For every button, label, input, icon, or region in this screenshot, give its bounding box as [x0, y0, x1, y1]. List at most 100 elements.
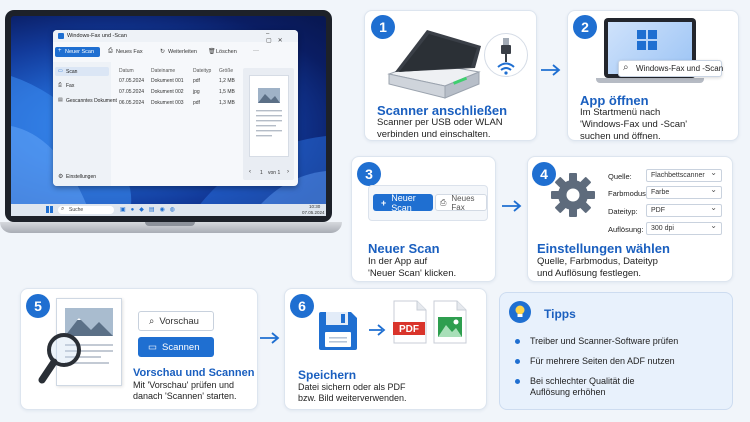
step-6-desc-line: bzw. Bild weiterverwenden. — [298, 393, 407, 403]
column-date: Datum — [119, 68, 134, 74]
pager-total: von 1 — [268, 170, 281, 176]
step-4-desc-line: Quelle, Farbmodus, Dateityp — [537, 256, 658, 267]
setting-label-colormode: Farbmodus: — [608, 189, 649, 198]
toolbar-delete[interactable]: Löschen — [216, 49, 237, 55]
window-title: Windows-Fax und -Scan — [67, 33, 127, 39]
gear-icon — [551, 173, 595, 217]
mini-laptop-base — [596, 78, 704, 83]
step-2-number: 2 — [573, 15, 597, 39]
pager-next-icon[interactable]: › — [287, 169, 289, 175]
cell-name: Dokument 001 — [151, 78, 184, 84]
search-icon: ⌕ — [149, 315, 155, 327]
step-6-title: Speichern — [298, 368, 357, 382]
pager-prev-icon[interactable]: ‹ — [249, 169, 251, 175]
new-scan-button[interactable]: + Neuer Scan — [373, 192, 433, 213]
preview-button[interactable]: ⌕ Vorschau — [138, 311, 214, 331]
step-1-title: Scanner anschließen — [377, 103, 508, 118]
laptop-base — [0, 222, 342, 233]
step-1-description: Scanner per USB oder WLAN verbinden und … — [377, 117, 503, 141]
step-1-desc-line: verbinden und einschalten. — [377, 129, 491, 140]
cell-date: 06.05.2024 — [119, 100, 145, 106]
scan-icon: ▭ — [58, 68, 63, 74]
new-scan-button-label: Neuer Scan — [391, 192, 416, 213]
step-2-desc-line: 'Windows-Fax und -Scan' — [580, 119, 688, 130]
taskbar-app-icons[interactable]: ▣●◆▤◉◍ — [120, 207, 181, 213]
step-5-desc-line: Mit 'Vorschau' prüfen und — [133, 380, 234, 390]
start-search-box[interactable] — [618, 60, 722, 77]
pdf-file-icon — [393, 300, 427, 344]
tip-text: Auflösung erhöhen — [530, 387, 606, 397]
arrow-right-icon — [260, 332, 280, 344]
step-3-desc-line: In der App auf — [368, 256, 428, 267]
fax-icon: ⎙ — [58, 82, 63, 88]
magnifier-icon — [38, 333, 81, 384]
window-controls[interactable]: –▢✕ — [266, 31, 289, 44]
list-item: Für mehrere Seiten den ADF nutzen — [515, 356, 675, 367]
taskbar-date: 07.05.2024 — [302, 210, 325, 215]
taskbar-search[interactable] — [58, 206, 114, 214]
tips-title: Tipps — [544, 307, 576, 321]
new-scan-label: Neuer Scan — [65, 49, 95, 55]
toolbar-new-scan-button[interactable] — [55, 47, 100, 57]
step-6-card — [284, 288, 487, 410]
sidebar-item-settings[interactable]: Einstellungen — [66, 174, 97, 180]
step-2-description: Im Startmenü nach 'Windows-Fax und -Scan… — [580, 107, 687, 143]
windows-start-icon[interactable] — [46, 206, 53, 213]
preview-button-label: Vorschau — [159, 315, 199, 327]
filetype-select[interactable]: PDF — [646, 203, 722, 217]
search-icon: ⌕ — [61, 206, 65, 212]
start-search-text: Windows-Fax und -Scan — [636, 64, 724, 73]
step-4-description: Quelle, Farbmodus, Dateityp und Auflösun… — [537, 256, 658, 280]
table-row[interactable]: 07.05.2024 Dokument 001 pdf 1,2 MB — [115, 78, 240, 86]
column-name: Dateiname — [151, 68, 176, 74]
laptop-hinge — [145, 222, 195, 226]
toolbar-more[interactable]: ··· — [253, 48, 259, 54]
tips-card — [499, 292, 733, 410]
gear-icon: ⚙ — [58, 174, 64, 180]
list-item: Treiber und Scanner-Software prüfen — [515, 336, 679, 347]
sidebar — [53, 62, 111, 186]
colormode-select[interactable]: Farbe — [646, 185, 722, 199]
search-icon: ⌕ — [623, 62, 629, 73]
table-row[interactable]: 07.05.2024 Dokument 002 jpg 1,5 MB — [115, 89, 240, 97]
preview-page — [249, 75, 289, 157]
lightbulb-icon — [515, 305, 525, 317]
cell-size: 1,3 MB — [219, 100, 235, 106]
forward-icon: ↻ — [160, 49, 166, 55]
setting-label-source: Quelle: — [608, 172, 632, 181]
image-file-icon — [433, 300, 467, 344]
document-image-icon — [65, 308, 113, 364]
cell-type: jpg — [193, 89, 200, 95]
new-fax-button[interactable]: ⎙ Neues Fax — [435, 193, 487, 212]
sidebar-item-scan-label: Scan — [66, 69, 78, 75]
new-fax-button-label: Neues Fax — [451, 193, 475, 212]
plus-icon: + — [381, 197, 387, 208]
tip-text: Treiber und Scanner-Software prüfen — [530, 336, 679, 346]
cell-size: 1,2 MB — [219, 78, 235, 84]
usb-icon — [501, 38, 511, 62]
plus-icon: + — [58, 48, 62, 54]
window-titlebar — [53, 30, 298, 42]
step-5-title: Vorschau und Scannen — [133, 367, 255, 379]
sidebar-item-fax[interactable]: Fax — [66, 83, 75, 89]
sidebar-item-scan[interactable] — [55, 67, 109, 76]
table-row[interactable]: 06.05.2024 Dokument 003 pdf 1,3 MB — [115, 100, 240, 108]
source-select[interactable]: Flachbettscanner — [646, 168, 722, 182]
cell-name: Dokument 002 — [151, 89, 184, 95]
toolbar-new-fax[interactable]: Neues Fax — [116, 49, 143, 55]
step-1-number: 1 — [371, 15, 395, 39]
pdf-label: PDF — [399, 324, 419, 335]
step-5-desc-line: danach 'Scannen' starten. — [133, 391, 237, 401]
tip-text: Für mehrere Seiten den ADF nutzen — [530, 356, 675, 366]
step-2-title: App öffnen — [580, 93, 649, 108]
taskbar-time: 10:30 — [309, 204, 321, 209]
setting-label-resolution: Auflösung: — [608, 225, 644, 234]
cell-date: 07.05.2024 — [119, 78, 145, 84]
resolution-select[interactable]: 300 dpi — [646, 221, 722, 235]
scan-button[interactable]: ▭ Scannen — [138, 337, 214, 357]
column-size: Größe — [219, 68, 234, 74]
fax-icon: ⎙ — [440, 197, 447, 207]
sidebar-item-saved[interactable]: Gescanntes Dokument — [66, 98, 117, 104]
toolbar-forward[interactable]: Weiterleiten — [168, 49, 197, 55]
